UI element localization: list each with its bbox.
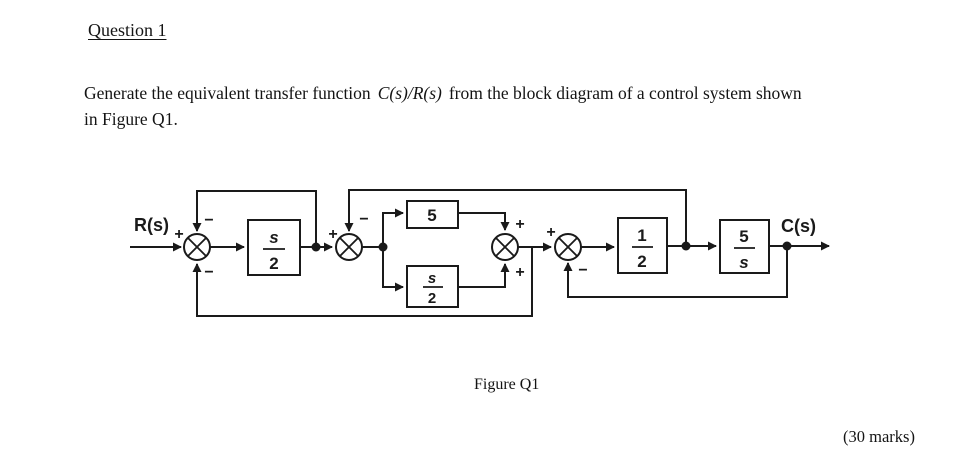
block-g3: s 2 <box>406 265 459 308</box>
wire-g3-to-sum3 <box>458 263 510 288</box>
sum4-left-sign: + <box>546 224 555 241</box>
summing-junction-2 <box>335 233 363 261</box>
sum3-top-sign: + <box>515 216 524 233</box>
branch-wire-to-g2 <box>382 208 404 247</box>
feedback-wire-4 <box>563 246 788 298</box>
sum2-left-sign: + <box>328 226 337 243</box>
question-heading: Question 1 <box>88 20 167 40</box>
block-g5-denominator: s <box>739 253 748 272</box>
summing-junction-3 <box>491 233 519 261</box>
sum1-top-sign: − <box>204 212 213 229</box>
feedback-wire-2 <box>344 189 687 246</box>
sum3-bottom-sign: + <box>515 264 524 281</box>
block-g3-denominator: 2 <box>428 290 436 307</box>
block-g1-numerator: s <box>269 228 278 247</box>
block-g4-denominator: 2 <box>637 252 646 271</box>
feedback-wire-3 <box>192 247 533 317</box>
output-signal-label: C(s) <box>781 216 816 236</box>
block-g1-denominator: 2 <box>269 254 278 273</box>
block-g5: 5 s <box>719 219 770 274</box>
sum1-bottom-sign: − <box>204 264 213 281</box>
figure-caption: Figure Q1 <box>474 376 540 393</box>
body-line2: in Figure Q1. <box>84 109 178 129</box>
body-line1-suffix: from the block diagram of a control syst… <box>448 83 802 103</box>
summing-junction-4 <box>554 233 582 261</box>
block-g3-numerator: s <box>428 270 436 287</box>
body-line1-prefix: Generate the equivalent transfer functio… <box>84 83 371 103</box>
signal-node-3 <box>681 241 691 251</box>
signal-node-1 <box>311 242 321 252</box>
marks-label: (30 marks) <box>843 427 915 446</box>
input-signal-label: R(s) <box>134 215 169 235</box>
sum4-bottom-sign: − <box>578 262 587 279</box>
block-g2-label: 5 <box>427 206 436 225</box>
signal-node-2 <box>378 242 388 252</box>
sum1-left-sign: + <box>174 226 183 243</box>
block-g2: 5 <box>406 200 459 229</box>
branch-wire-to-g3 <box>382 247 404 292</box>
sum2-top-sign: − <box>359 211 368 228</box>
block-g1: s 2 <box>247 219 301 276</box>
block-g4-numerator: 1 <box>637 226 646 245</box>
wire-g2-to-sum3 <box>458 212 510 231</box>
block-g5-numerator: 5 <box>739 227 748 246</box>
feedback-wire-1 <box>192 190 317 247</box>
question-body: Generate the equivalent transfer functio… <box>84 80 944 132</box>
signal-node-4 <box>782 241 792 251</box>
transfer-function-math: C(s)/R(s) <box>377 83 442 103</box>
summing-junction-1 <box>183 233 211 261</box>
block-g4: 1 2 <box>617 217 668 274</box>
